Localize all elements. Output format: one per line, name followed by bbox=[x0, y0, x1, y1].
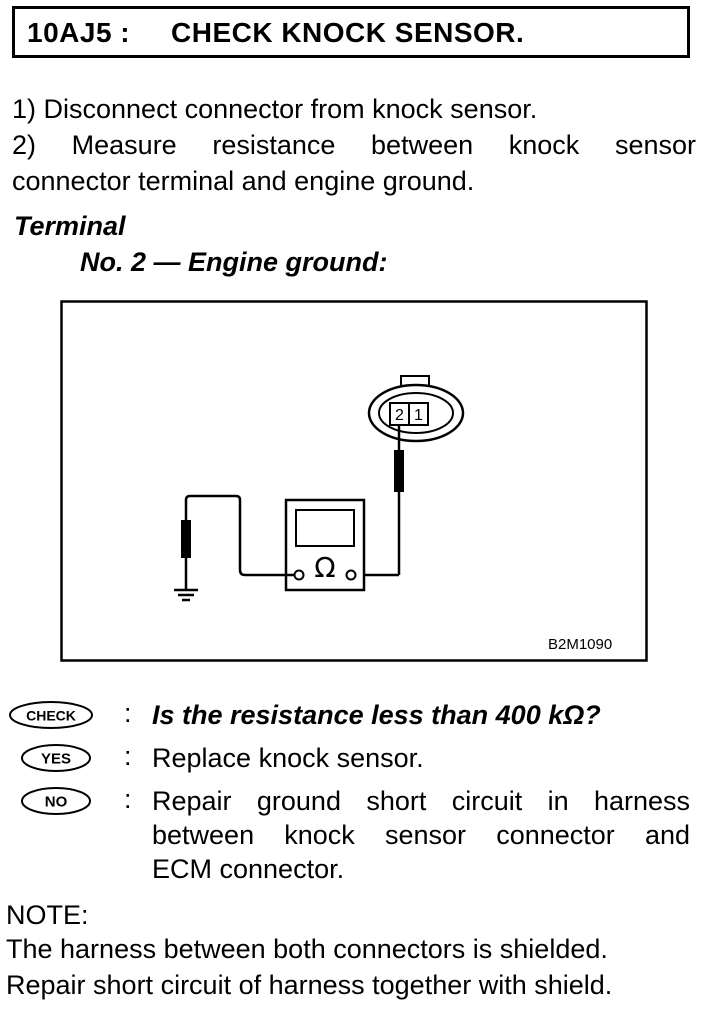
note-line-1: The harness between both connectors is s… bbox=[6, 934, 608, 964]
yes-action: Replace knock sensor. bbox=[152, 743, 424, 773]
step-1: 1) Disconnect connector from knock senso… bbox=[12, 94, 538, 124]
knock-sensor-connector: 2 1 bbox=[367, 375, 465, 443]
check-question: Is the resistance less than 400 kΩ? bbox=[152, 700, 601, 730]
figure-code: B2M1090 bbox=[548, 636, 613, 653]
step-2: 2) Measure resistance between knock sens… bbox=[12, 130, 696, 160]
check-badge: CHECK bbox=[9, 701, 93, 729]
note-heading: NOTE: bbox=[6, 900, 89, 930]
meter-terminal-left bbox=[293, 569, 305, 581]
note-line-2: Repair short circuit of harness together… bbox=[6, 970, 613, 1000]
meter-terminal-right bbox=[345, 569, 357, 581]
check-colon: : bbox=[124, 698, 132, 728]
procedure-code: 10AJ5 : bbox=[27, 17, 131, 48]
yes-badge-label: YES bbox=[41, 751, 71, 768]
ohmmeter: Ω bbox=[284, 498, 366, 592]
terminal-heading: Terminal bbox=[14, 211, 126, 241]
pin-2-label: 2 bbox=[395, 407, 404, 424]
test-probe-right bbox=[363, 425, 404, 577]
terminal-spec: No. 2 — Engine ground: bbox=[80, 247, 388, 277]
diagram-frame bbox=[60, 300, 648, 662]
procedure-title: CHECK KNOCK SENSOR. bbox=[171, 17, 525, 48]
ohm-symbol: Ω bbox=[314, 551, 335, 584]
no-badge-label: NO bbox=[45, 794, 68, 811]
no-action-line-3: ECM connector. bbox=[152, 854, 345, 884]
ground-symbol-icon bbox=[174, 588, 198, 602]
no-badge: NO bbox=[21, 787, 91, 815]
pin-1-label: 1 bbox=[414, 407, 423, 424]
title-box: 10AJ5 : CHECK KNOCK SENSOR. bbox=[12, 6, 690, 58]
test-probe-left bbox=[181, 494, 294, 590]
yes-colon: : bbox=[124, 741, 132, 771]
no-action-line-2: between knock sensor connector and bbox=[152, 820, 690, 850]
check-badge-label: CHECK bbox=[26, 708, 76, 724]
no-colon: : bbox=[124, 784, 132, 814]
yes-badge: YES bbox=[21, 744, 91, 772]
wiring-diagram: 2 1 Ω bbox=[60, 300, 648, 662]
step-2-continued: connector terminal and engine ground. bbox=[12, 166, 475, 196]
no-action-line-1: Repair ground short circuit in harness bbox=[152, 786, 690, 816]
